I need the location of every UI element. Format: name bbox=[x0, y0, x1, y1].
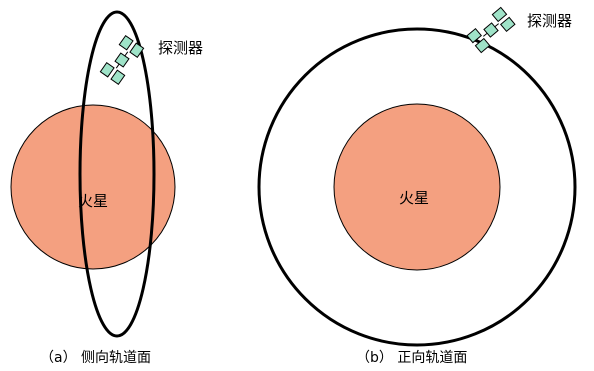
caption-a: （a） 侧向轨道面 bbox=[40, 350, 151, 366]
planet-label-a: 火星 bbox=[78, 192, 108, 210]
panel-b: 探测器 火星 （b） 正向轨道面 bbox=[257, 6, 577, 366]
caption-b: （b） 正向轨道面 bbox=[356, 350, 467, 366]
probe-label-a: 探测器 bbox=[158, 39, 203, 57]
mars-planet-b bbox=[333, 103, 501, 271]
orbit-side-view bbox=[78, 10, 156, 338]
probe-label-b: 探测器 bbox=[527, 12, 572, 30]
satellite-icon bbox=[99, 35, 145, 85]
orbit-front-view bbox=[257, 27, 577, 347]
planet-label-b: 火星 bbox=[399, 189, 429, 207]
mars-planet-a bbox=[10, 104, 176, 270]
panel-a: 探测器 火星 （a） 侧向轨道面 bbox=[10, 10, 203, 366]
